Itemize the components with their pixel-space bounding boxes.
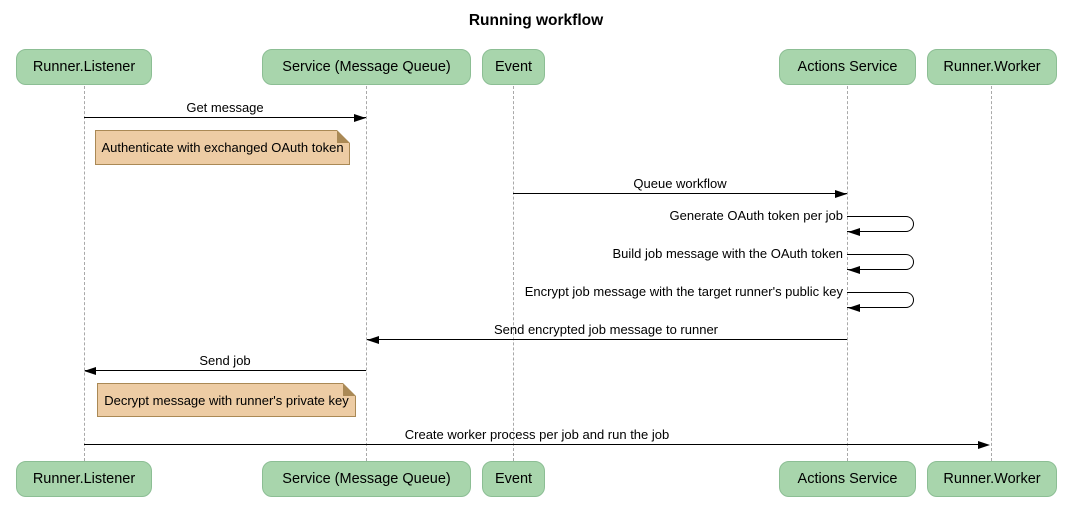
actor-top-runner-listener: Runner.Listener [16, 49, 152, 85]
actor-top-service-message-queue: Service (Message Queue) [262, 49, 471, 85]
actor-bottom-actions-service: Actions Service [779, 461, 916, 497]
self-loop [847, 292, 914, 308]
message-label: Encrypt job message with the target runn… [524, 284, 843, 299]
self-loop [847, 254, 914, 270]
arrowhead-left-icon [848, 266, 860, 274]
actor-bottom-runner-listener: Runner.Listener [16, 461, 152, 497]
note: Authenticate with exchanged OAuth token [95, 130, 350, 165]
self-loop [847, 216, 914, 232]
arrowhead-left-icon [848, 228, 860, 236]
actor-bottom-runner-worker: Runner.Worker [927, 461, 1057, 497]
message-label: Send encrypted job message to runner [493, 322, 719, 337]
message-label: Generate OAuth token per job [669, 208, 843, 223]
actor-top-actions-service: Actions Service [779, 49, 916, 85]
message-label: Build job message with the OAuth token [612, 246, 843, 261]
actor-bottom-service-message-queue: Service (Message Queue) [262, 461, 471, 497]
actor-top-runner-worker: Runner.Worker [927, 49, 1057, 85]
arrowhead-right-icon [978, 441, 990, 449]
lifeline-event [513, 86, 514, 461]
message-line [513, 193, 847, 195]
message-label: Send job [199, 353, 251, 368]
arrowhead-left-icon [367, 336, 379, 344]
note: Decrypt message with runner's private ke… [97, 383, 356, 417]
message-label: Create worker process per job and run th… [404, 427, 670, 442]
arrowhead-right-icon [354, 114, 366, 122]
message-line [85, 370, 366, 372]
lifeline-service-message-queue [366, 86, 367, 461]
message-label: Queue workflow [633, 176, 727, 191]
diagram-title: Running workflow [468, 12, 604, 29]
arrowhead-left-icon [848, 304, 860, 312]
lifeline-runner-listener [84, 86, 85, 461]
message-line [367, 339, 847, 341]
lifeline-actions-service [847, 86, 848, 461]
actor-top-event: Event [482, 49, 545, 85]
arrowhead-left-icon [84, 367, 96, 375]
lifeline-runner-worker [991, 86, 992, 461]
message-line [84, 117, 366, 119]
message-line [84, 444, 980, 446]
message-label: Get message [186, 100, 264, 115]
arrowhead-right-icon [835, 190, 847, 198]
actor-bottom-event: Event [482, 461, 545, 497]
